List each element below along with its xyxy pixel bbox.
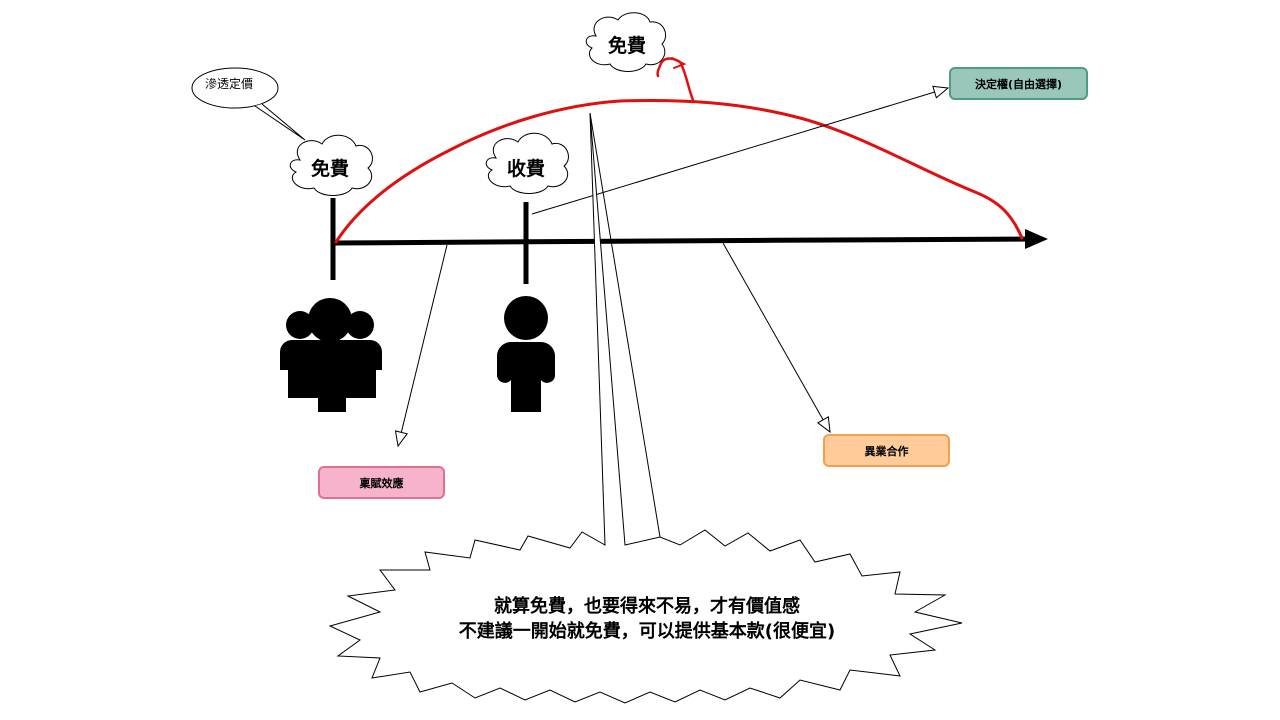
cloud-free-left-text: 免費	[311, 157, 349, 180]
partner-box: 異業合作	[823, 434, 950, 467]
arrow-to-partner	[722, 242, 830, 432]
decision-box: 決定權(自由選擇)	[949, 67, 1088, 100]
single-person-icon	[497, 296, 555, 412]
cloud-free-top: 免費	[585, 12, 666, 72]
value-curve	[334, 57, 1024, 244]
partner-box-label: 異業合作	[864, 444, 909, 458]
starburst-line2: 不建議一開始就免費，可以提供基本款(很便宜)	[459, 620, 835, 642]
cloud-charge: 收費	[485, 132, 569, 194]
endowment-box: 稟賦效應	[318, 466, 445, 499]
group-people-icon	[280, 298, 382, 412]
timeline-axis	[332, 229, 1048, 249]
callout-text: 滲透定價	[205, 76, 253, 91]
cloud-free-left: 免費	[289, 134, 373, 196]
starburst-line1: 就算免費，也要得來不易，才有價值感	[494, 595, 800, 617]
cloud-free-top-text: 免費	[608, 34, 646, 57]
starburst-callout: 就算免費，也要得來不易，才有價值感 不建議一開始就免費，可以提供基本款(很便宜)	[328, 112, 963, 704]
endowment-box-label: 稟賦效應	[359, 476, 404, 490]
arrow-to-decision	[531, 88, 948, 215]
arrow-to-endowment	[398, 244, 448, 446]
decision-box-label: 決定權(自由選擇)	[974, 77, 1063, 91]
cloud-charge-text: 收費	[507, 157, 545, 180]
penetration-pricing-callout: 滲透定價	[191, 67, 306, 141]
